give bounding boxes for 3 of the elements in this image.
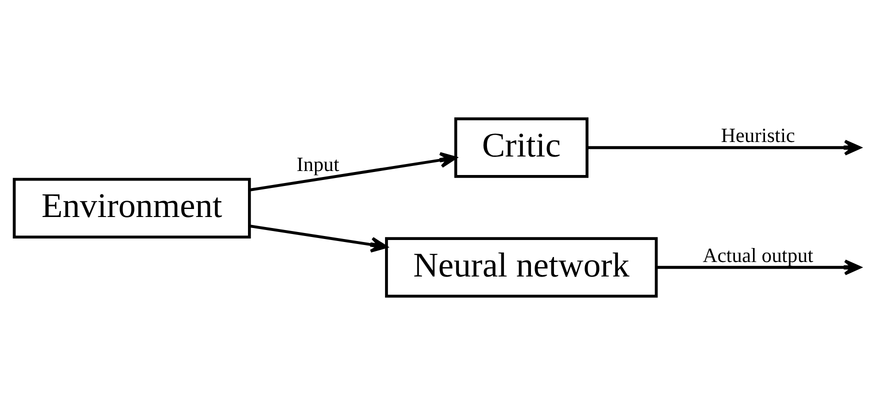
edge-label: Heuristic	[720, 124, 795, 147]
edge-label: Actual output	[702, 244, 814, 266]
edge-label: Input	[296, 154, 340, 176]
